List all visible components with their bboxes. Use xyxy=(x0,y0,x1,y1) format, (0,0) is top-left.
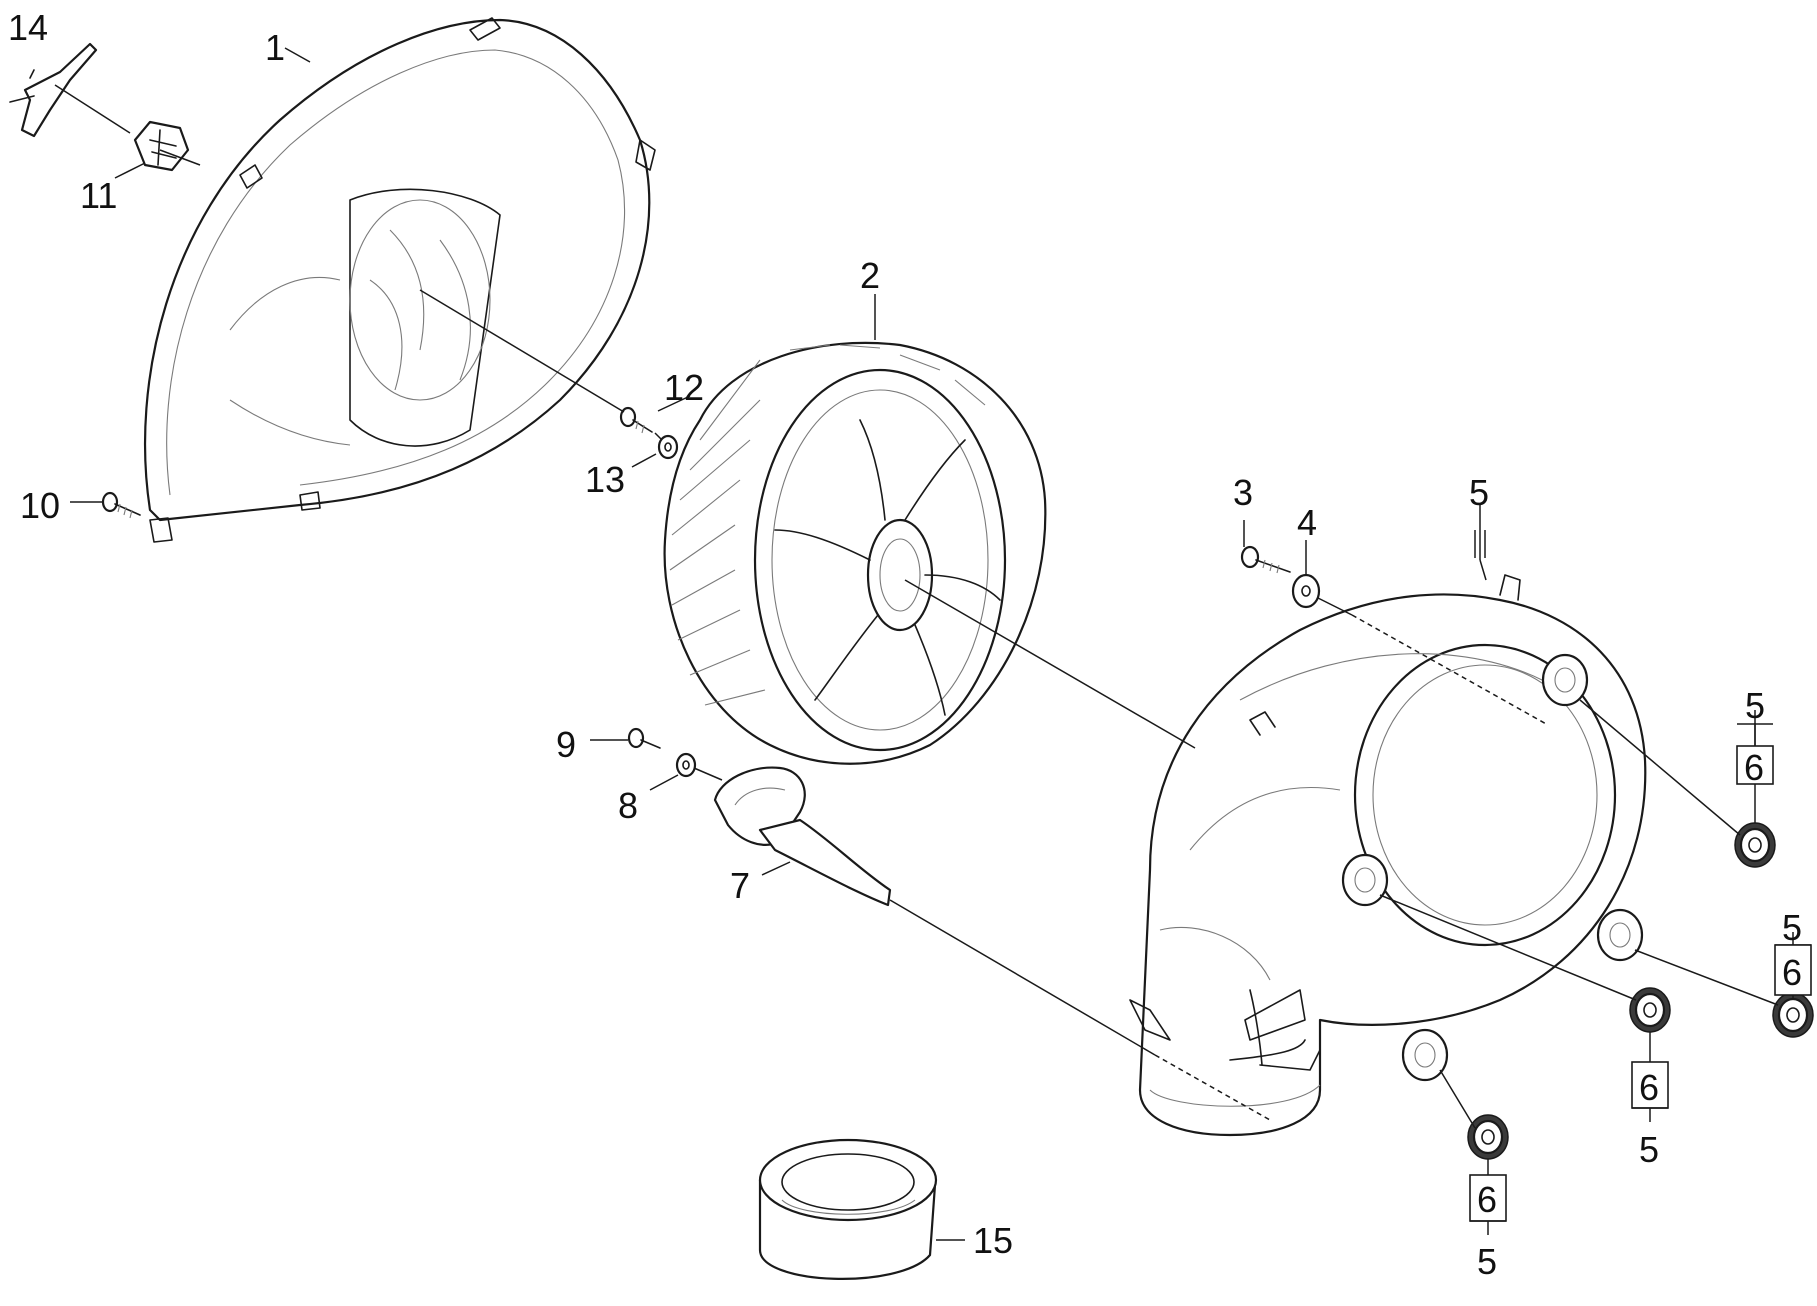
part-15-ring xyxy=(758,1138,938,1280)
grommet-5-b xyxy=(1772,992,1814,1038)
grommet-5-c xyxy=(1629,987,1671,1033)
part-8-washer xyxy=(675,752,697,778)
label-part-6-b: 6 xyxy=(1782,952,1802,993)
part-13-washer xyxy=(657,434,679,460)
label-part-14: 14 xyxy=(8,7,48,48)
part-14-bracket xyxy=(9,42,98,138)
callout-6-d xyxy=(1469,1174,1507,1235)
label-part-5-c: 5 xyxy=(1639,1129,1659,1170)
part-10-screw xyxy=(101,491,141,519)
label-part-13: 13 xyxy=(585,459,625,500)
label-part-7: 7 xyxy=(730,865,750,906)
label-part-6-a: 6 xyxy=(1744,747,1764,788)
label-part-2: 2 xyxy=(860,255,880,296)
grommet-5-d xyxy=(1467,1114,1509,1160)
part-9-screw xyxy=(627,727,661,749)
label-part-5-b: 5 xyxy=(1782,907,1802,948)
part-1-housing-cover xyxy=(144,17,656,543)
label-part-6-c: 6 xyxy=(1639,1067,1659,1108)
leader-lines xyxy=(54,47,1794,1241)
label-part-15: 15 xyxy=(973,1220,1013,1261)
callout-6-c xyxy=(1631,1061,1669,1122)
label-part-5-a: 5 xyxy=(1745,685,1765,726)
grommet-5-a xyxy=(1734,822,1776,868)
label-part-10: 10 xyxy=(20,485,60,526)
label-part-3: 3 xyxy=(1233,472,1253,513)
part-12-screw xyxy=(619,406,653,434)
part-4-washer xyxy=(1291,573,1321,609)
front-housing-volute xyxy=(1129,574,1647,1137)
label-part-5-top: 5 xyxy=(1469,472,1489,513)
label-part-6-d: 6 xyxy=(1477,1179,1497,1220)
label-part-4: 4 xyxy=(1297,502,1317,543)
label-part-12: 12 xyxy=(664,367,704,408)
callout-6-a xyxy=(1736,710,1774,785)
label-part-8: 8 xyxy=(618,785,638,826)
part-7-lever xyxy=(713,766,892,907)
label-part-11: 11 xyxy=(80,175,117,216)
part-2-impeller xyxy=(663,341,1047,765)
callout-5-top-marker xyxy=(1474,530,1486,558)
callout-6-b xyxy=(1774,932,1812,996)
part-3-screw xyxy=(1240,545,1291,574)
part-11-clip xyxy=(133,120,190,172)
label-part-1: 1 xyxy=(265,27,285,68)
label-part-9: 9 xyxy=(556,724,576,765)
label-part-5-d: 5 xyxy=(1477,1241,1497,1282)
